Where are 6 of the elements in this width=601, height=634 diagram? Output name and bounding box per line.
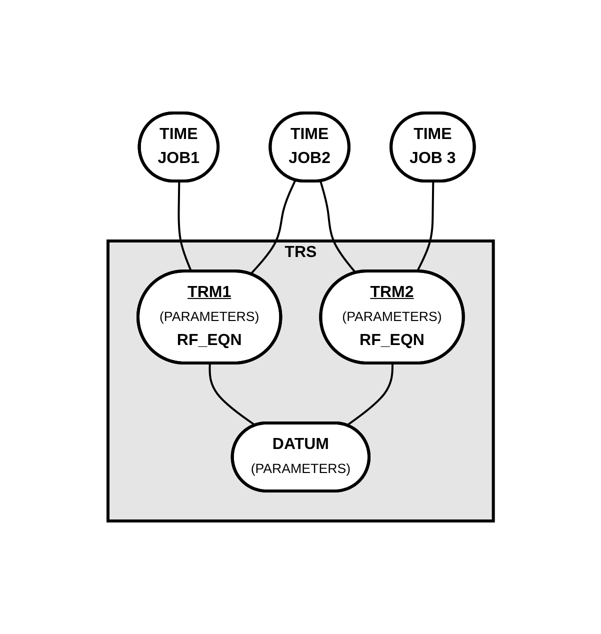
connector bbox=[346, 363, 394, 426]
connector bbox=[178, 182, 192, 272]
connector bbox=[319, 180, 356, 274]
connector bbox=[208, 363, 256, 426]
connector bbox=[250, 180, 296, 275]
connector bbox=[416, 182, 434, 272]
